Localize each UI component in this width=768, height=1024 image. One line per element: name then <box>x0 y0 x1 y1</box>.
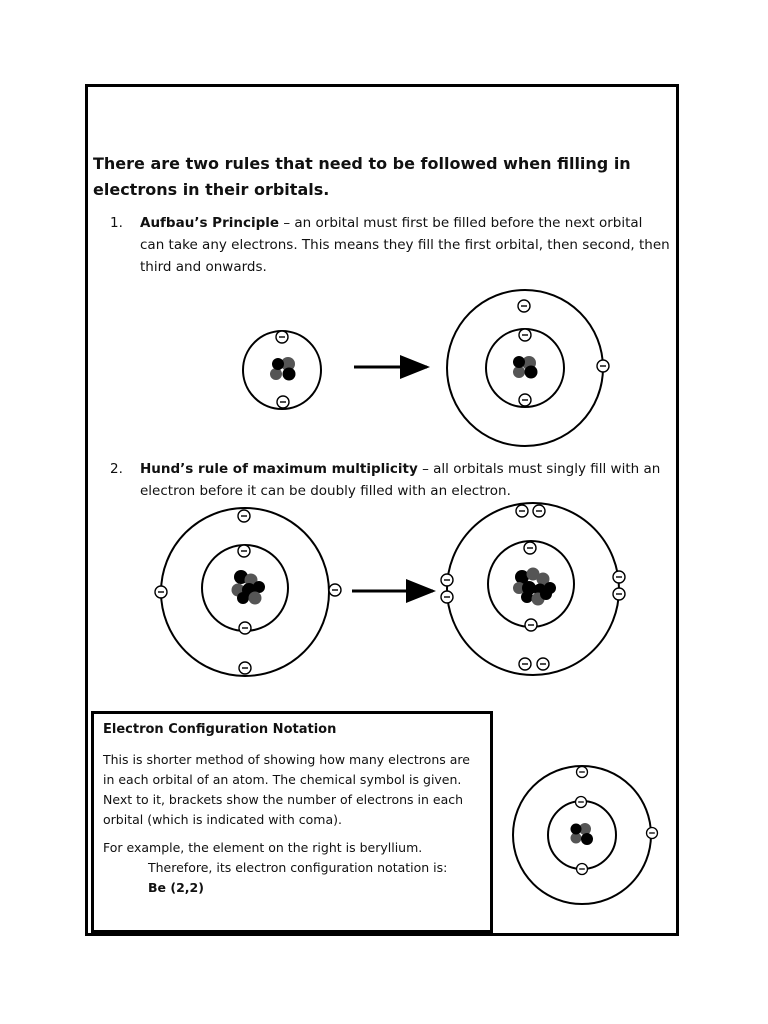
rule-description: – all orbitals must singly fill with an … <box>140 461 661 499</box>
notation-answer: Be (2,2) <box>148 880 204 895</box>
notation-paragraph: This is shorter method of showing how ma… <box>103 752 470 827</box>
notation-title: Electron Configuration Notation <box>103 722 337 737</box>
page-frame <box>85 84 679 936</box>
electron <box>440 590 454 604</box>
electron <box>612 570 626 584</box>
rule-name: Aufbau’s Principle <box>140 215 280 231</box>
electron <box>440 573 454 587</box>
rule-hund: 2. Hund’s rule of maximum multiplicity –… <box>110 458 670 502</box>
electron <box>276 395 290 409</box>
rule-number: 2. <box>110 461 123 477</box>
electron <box>275 330 289 344</box>
nucleus <box>231 570 265 605</box>
rule-name: Hund’s rule of maximum multiplicity <box>140 461 418 477</box>
electron <box>612 587 626 601</box>
electron <box>154 585 168 599</box>
electron <box>238 661 252 675</box>
notation-box: Electron Configuration Notation This is … <box>91 711 493 933</box>
electron <box>524 618 538 632</box>
atom-carbon-before <box>154 507 342 677</box>
atom-neon-after <box>440 502 626 676</box>
rule-aufbau: 1. Aufbau’s Principle – an orbital must … <box>110 212 670 278</box>
electron <box>596 359 610 373</box>
rule-number: 1. <box>110 215 123 231</box>
atom-lithium-after <box>446 289 610 447</box>
electron <box>328 583 342 597</box>
page-heading: There are two rules that need to be foll… <box>93 154 631 199</box>
electron <box>515 504 529 518</box>
atom-helium-before <box>242 330 322 410</box>
electron <box>532 504 546 518</box>
electron <box>574 795 588 809</box>
nucleus <box>270 357 296 381</box>
electron <box>517 299 531 313</box>
nucleus <box>570 823 593 845</box>
electron <box>237 544 251 558</box>
electron <box>237 509 251 523</box>
nucleus <box>513 567 556 606</box>
outer-orbital-ring <box>512 765 652 905</box>
electron <box>523 541 537 555</box>
electron <box>518 657 532 671</box>
electron <box>645 826 659 840</box>
atom-beryllium-example <box>512 765 659 905</box>
electron <box>518 328 532 342</box>
notation-conclusion: Therefore, its electron configuration no… <box>148 860 448 875</box>
rule-description: – an orbital must first be filled before… <box>140 215 670 275</box>
electron <box>575 765 589 779</box>
inner-orbital-ring <box>547 800 617 870</box>
electron <box>518 393 532 407</box>
electron <box>575 862 589 876</box>
notation-example: For example, the element on the right is… <box>103 840 423 855</box>
electron <box>536 657 550 671</box>
nucleus <box>513 356 538 379</box>
electron <box>238 621 252 635</box>
